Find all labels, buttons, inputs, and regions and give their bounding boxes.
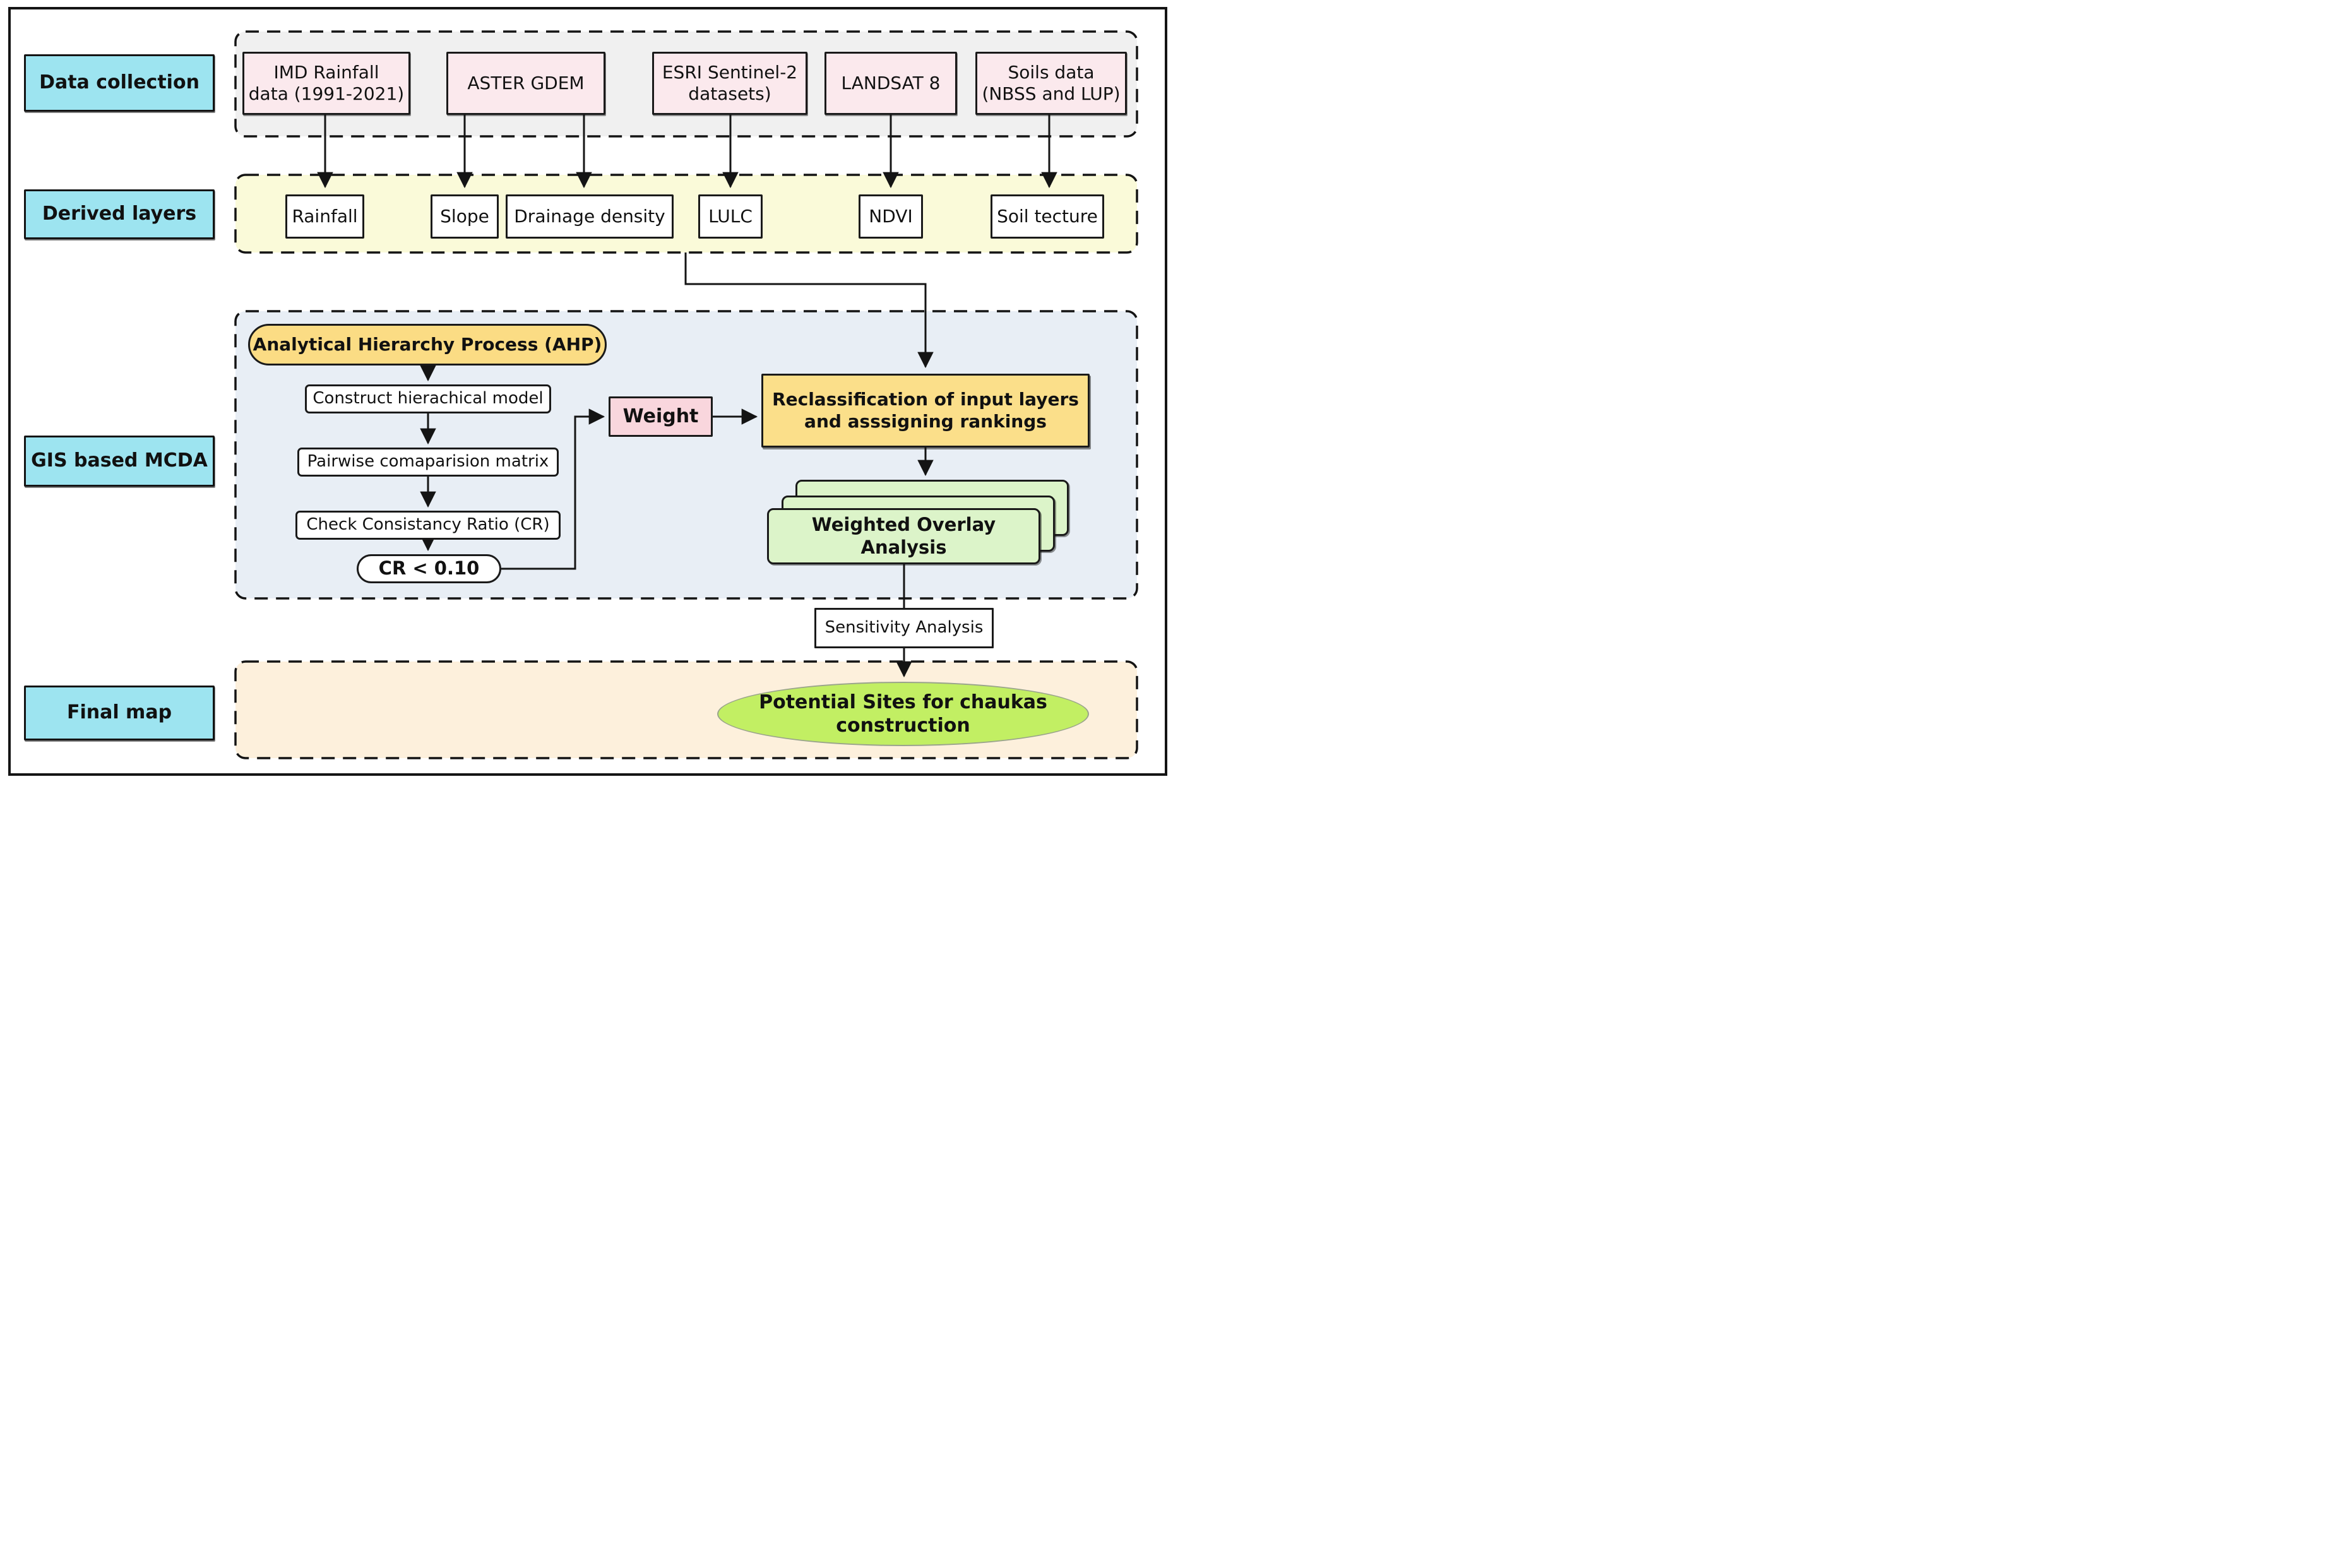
derived-soil-texture: Soil tecture: [991, 194, 1104, 239]
weight-node: Weight: [609, 396, 713, 437]
reclassification-node: Reclassification of input layers and ass…: [761, 374, 1090, 448]
derived-rainfall: Rainfall: [285, 194, 364, 239]
final-output-line1: Potential Sites for chaukas: [759, 691, 1047, 713]
ahp-process-node: Analytical Hierarchy Process (AHP): [248, 324, 607, 365]
potential-sites-node: Potential Sites for chaukas construction: [717, 682, 1089, 746]
row-label-final-map: Final map: [24, 686, 215, 740]
construct-model-node: Construct hierachical model: [305, 384, 551, 413]
derived-lulc: LULC: [698, 194, 763, 239]
source-imd-line2: data (1991-2021): [248, 83, 405, 104]
row-label-gis-mcda: GIS based MCDA: [24, 436, 215, 487]
arrow-cr-to-weight: [501, 408, 605, 570]
source-soils-data: Soils data (NBSS and LUP): [975, 52, 1127, 115]
cr-threshold-node: CR < 0.10: [357, 554, 501, 583]
derived-slope: Slope: [431, 194, 499, 239]
pairwise-matrix-node: Pairwise comaparision matrix: [297, 448, 559, 477]
derived-ndvi: NDVI: [859, 194, 923, 239]
row-label-data-collection: Data collection: [24, 54, 215, 112]
source-esri-sentinel2: ESRI Sentinel-2 datasets): [652, 52, 807, 115]
weighted-overlay-node: Weighted Overlay Analysis: [767, 508, 1040, 564]
source-landsat8: LANDSAT 8: [824, 52, 957, 115]
reclass-line1: Reclassification of input layers: [772, 389, 1079, 410]
source-imd-rainfall: IMD Rainfall data (1991-2021): [242, 52, 410, 115]
row-label-derived-layers: Derived layers: [24, 189, 215, 239]
flowchart-canvas: Data collection Derived layers GIS based…: [0, 0, 1176, 784]
outer-border: [8, 7, 1167, 776]
source-soils-line1: Soils data: [1008, 61, 1095, 83]
source-esri-line2: datasets): [688, 83, 771, 104]
source-soils-line2: (NBSS and LUP): [982, 83, 1121, 104]
source-imd-line1: IMD Rainfall: [273, 61, 379, 83]
derived-drainage-density: Drainage density: [506, 194, 674, 239]
sensitivity-analysis-node: Sensitivity Analysis: [814, 608, 994, 648]
reclass-line2: and asssigning rankings: [804, 410, 1047, 432]
check-cr-node: Check Consistancy Ratio (CR): [295, 511, 561, 540]
source-esri-line1: ESRI Sentinel-2: [662, 61, 798, 83]
source-aster-gdem: ASTER GDEM: [446, 52, 605, 115]
arrow-derived-to-reclass: [684, 252, 934, 369]
final-output-line2: construction: [836, 715, 970, 737]
